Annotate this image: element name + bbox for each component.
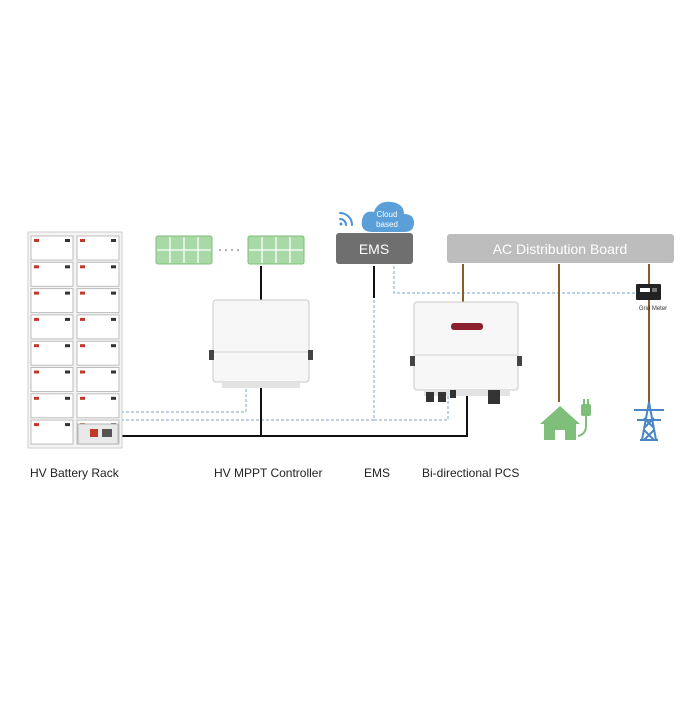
- ac-distribution-board: AC Distribution Board: [447, 234, 674, 263]
- battery-terminal: [80, 239, 85, 242]
- comm-line-ems-meter: [393, 266, 636, 294]
- pcs-unit: [410, 301, 522, 404]
- battery-terminal: [65, 239, 70, 242]
- battery-terminal: [80, 265, 85, 269]
- caption-mppt: HV MPPT Controller: [214, 466, 322, 480]
- ellipsis-dots: [219, 249, 239, 251]
- grid-meter-label: Grid Meter: [639, 306, 667, 312]
- grid-meter: Grid Meter: [636, 284, 667, 312]
- battery-terminal: [111, 265, 116, 269]
- battery-terminal: [34, 291, 39, 295]
- battery-terminal: [34, 239, 39, 242]
- mppt-controller: [209, 299, 313, 388]
- battery-terminal: [34, 317, 39, 321]
- comm-line-ems-pcs: [374, 396, 449, 421]
- battery-terminal: [34, 396, 39, 400]
- battery-terminal: [80, 344, 85, 348]
- wifi-icon: [339, 212, 353, 226]
- battery-terminal: [80, 370, 85, 374]
- cloud-label-line1: Cloud: [377, 210, 398, 219]
- battery-modules: [30, 235, 120, 445]
- ems-box: EMS: [336, 233, 413, 264]
- dc-bus: [121, 266, 468, 437]
- transmission-tower-icon: [634, 401, 664, 441]
- battery-terminal: [80, 291, 85, 295]
- solar-panel-left: [155, 235, 213, 265]
- battery-terminal: [65, 265, 70, 269]
- solar-panel-right: [247, 235, 305, 265]
- cloud-icon: Cloud based: [361, 201, 414, 232]
- ac-board-label: AC Distribution Board: [493, 241, 628, 257]
- battery-terminal: [34, 370, 39, 374]
- captions: HV Battery Rack HV MPPT Controller EMS B…: [30, 466, 519, 480]
- battery-terminal: [111, 239, 116, 242]
- battery-terminal: [65, 370, 70, 374]
- battery-terminal: [34, 423, 39, 427]
- battery-terminal: [111, 396, 116, 400]
- battery-terminal: [65, 291, 70, 295]
- comm-line-battery-mppt: [121, 388, 247, 413]
- battery-terminal: [111, 344, 116, 348]
- battery-terminal: [111, 291, 116, 295]
- battery-terminal: [65, 423, 70, 427]
- battery-terminal: [80, 396, 85, 400]
- battery-rack: [27, 231, 123, 449]
- battery-terminal: [111, 317, 116, 321]
- caption-pcs: Bi-directional PCS: [422, 466, 519, 480]
- cloud-label-line2: based: [376, 220, 398, 229]
- battery-terminal: [34, 344, 39, 348]
- house-plug-icon: [540, 399, 591, 440]
- caption-ems: EMS: [364, 466, 390, 480]
- battery-terminal: [65, 344, 70, 348]
- battery-terminal: [65, 396, 70, 400]
- battery-terminal: [80, 317, 85, 321]
- comm-lines: [121, 266, 636, 421]
- battery-terminal: [65, 317, 70, 321]
- caption-battery-rack: HV Battery Rack: [30, 466, 120, 480]
- battery-terminal: [34, 265, 39, 269]
- battery-terminal: [111, 370, 116, 374]
- ems-box-label: EMS: [359, 241, 389, 257]
- dc-line-battery-pcs: [121, 392, 468, 437]
